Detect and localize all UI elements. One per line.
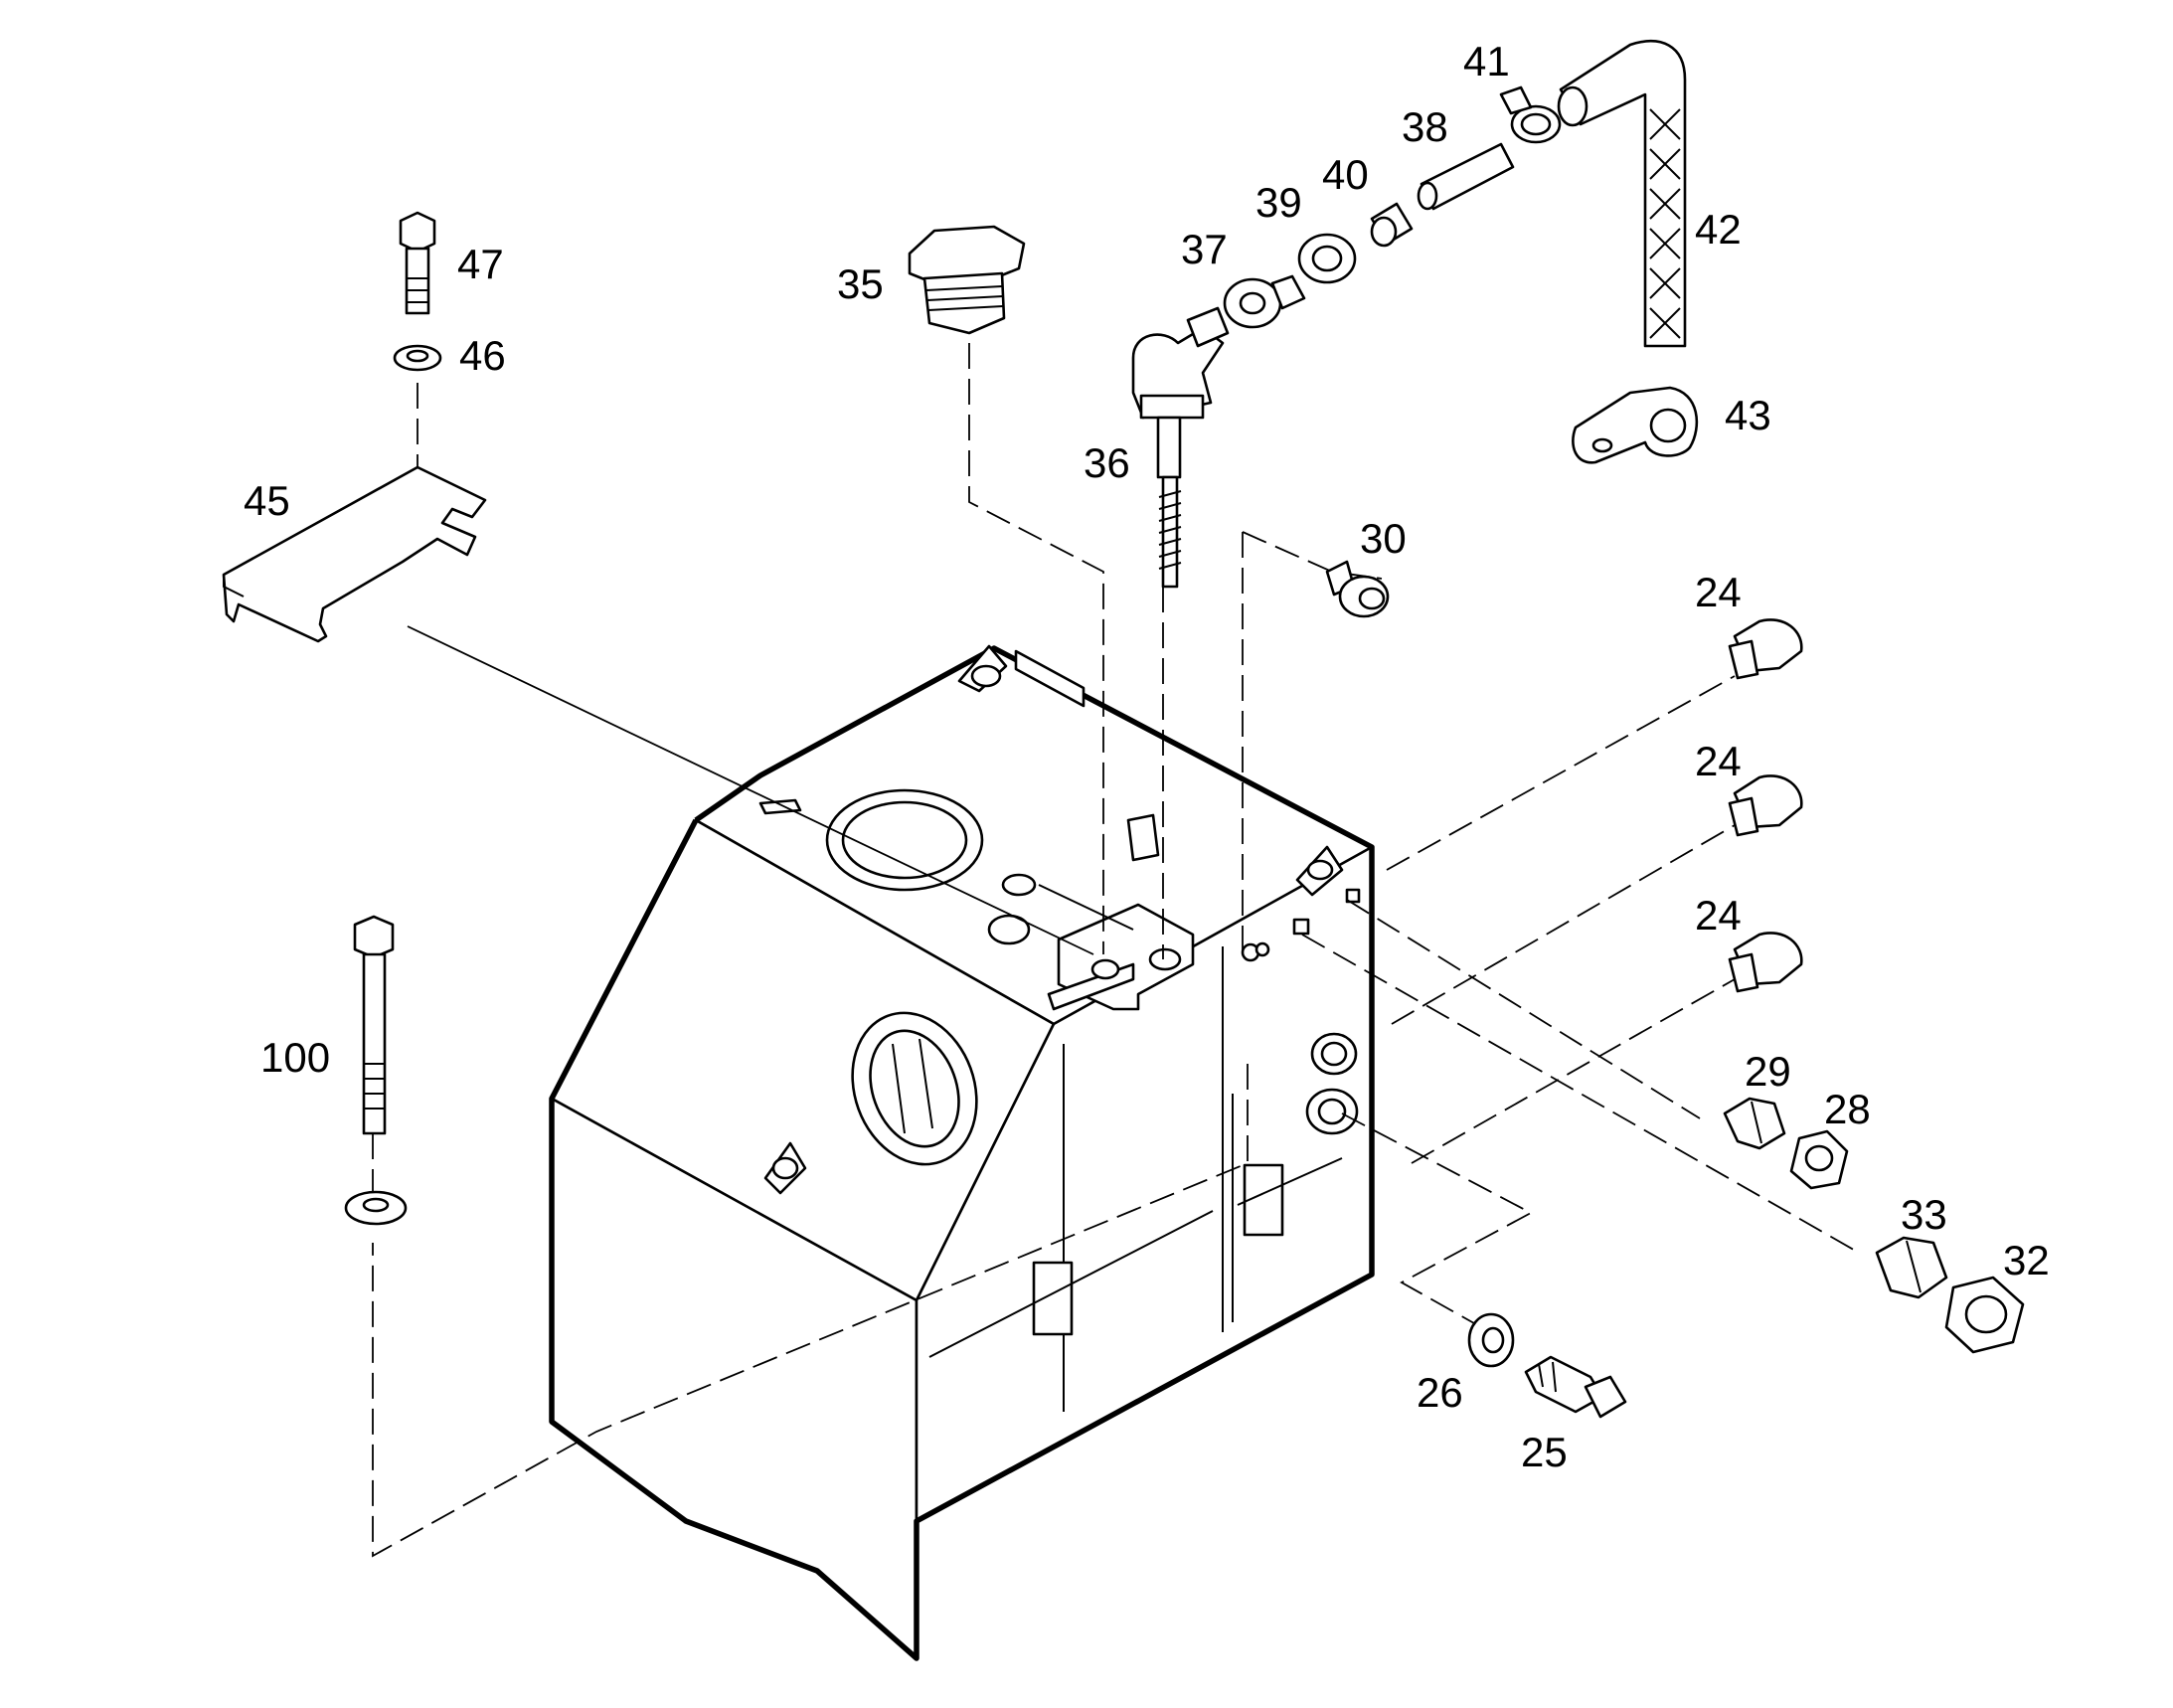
part-42-hose (1557, 40, 1687, 348)
callout-24-bottom: 24 (1695, 892, 1742, 939)
callout-33: 33 (1901, 1191, 1947, 1238)
part-38-tube (1417, 142, 1515, 211)
callout-28: 28 (1824, 1086, 1871, 1132)
callout-37: 37 (1181, 226, 1228, 272)
part-46-washer (393, 344, 442, 372)
callout-45: 45 (244, 477, 290, 524)
hydraulic-tank (549, 644, 1375, 1661)
callout-39: 39 (1255, 179, 1302, 226)
callout-32: 32 (2003, 1237, 2050, 1283)
callout-30: 30 (1360, 515, 1407, 562)
part-24-plug-top (1728, 618, 1803, 680)
part-29-fitting (1723, 1097, 1786, 1150)
callout-100: 100 (260, 1034, 330, 1081)
part-26-washer (1467, 1312, 1515, 1368)
part-25-fitting (1524, 1355, 1627, 1419)
assembly-lines (372, 343, 1860, 1558)
part-41-hose-clamp (1499, 85, 1562, 144)
part-24-plug-middle (1728, 774, 1803, 837)
callout-36: 36 (1084, 439, 1130, 486)
part-32-nut (1944, 1276, 2025, 1354)
part-100-long-bolt (353, 915, 395, 1135)
callout-47: 47 (457, 241, 504, 287)
callout-35: 35 (837, 260, 884, 307)
part-39-nut (1297, 233, 1357, 284)
callout-43: 43 (1725, 392, 1771, 438)
callout-41: 41 (1463, 38, 1510, 85)
callout-24-middle: 24 (1695, 738, 1742, 784)
part-100-washer (344, 1190, 408, 1226)
callout-26: 26 (1417, 1369, 1463, 1416)
part-35-filler-cap (908, 225, 1026, 335)
part-47-bolt (399, 211, 436, 315)
part-43-clip (1572, 386, 1699, 464)
part-24-plug-bottom (1728, 932, 1803, 993)
part-40-sleeve (1370, 202, 1414, 248)
part-37-adapter (1223, 274, 1306, 329)
part-45-cover-plate (222, 465, 487, 643)
part-30-plug (1325, 560, 1390, 618)
callout-40: 40 (1322, 151, 1369, 198)
callout-46: 46 (459, 332, 506, 379)
callout-42: 42 (1695, 206, 1742, 253)
part-33-fitting (1875, 1236, 1948, 1299)
part-36-elbow-breather (1131, 306, 1230, 589)
callout-25: 25 (1521, 1429, 1568, 1475)
callout-labels: 24 24 24 25 26 28 29 30 32 33 35 36 37 3… (244, 38, 2050, 1475)
callout-29: 29 (1745, 1048, 1791, 1095)
part-28-nut (1789, 1129, 1849, 1190)
callout-38: 38 (1402, 103, 1448, 150)
callout-24-top: 24 (1695, 569, 1742, 615)
